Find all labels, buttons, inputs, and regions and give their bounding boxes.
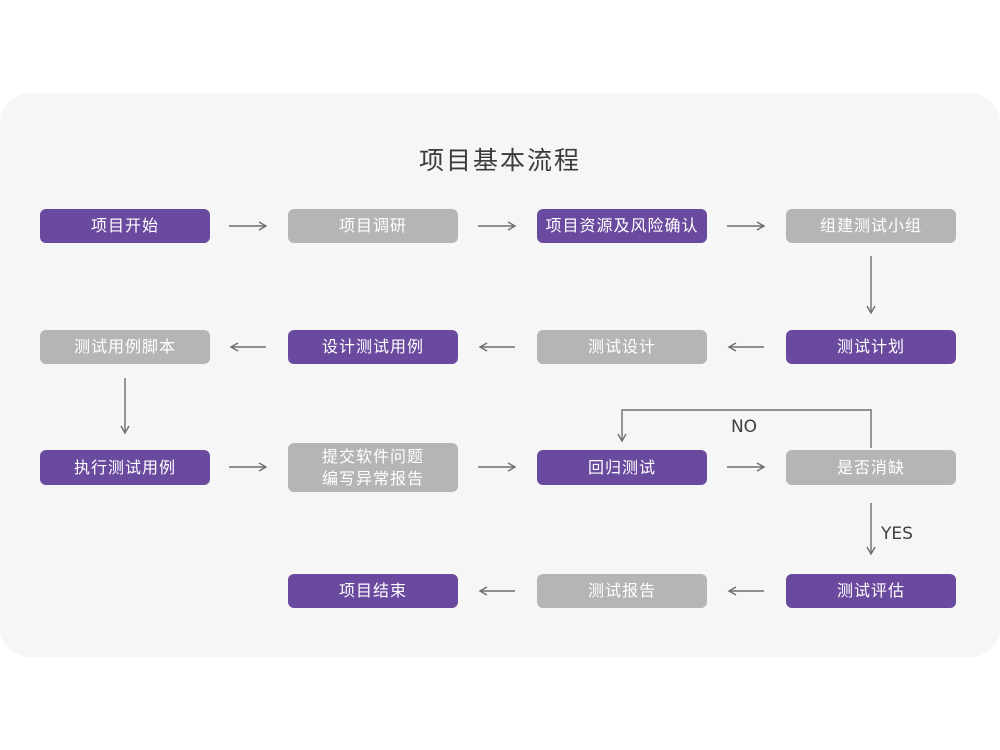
node-project-research: 项目调研 [288,209,458,243]
node-test-report: 测试报告 [537,574,707,608]
node-test-plan: 测试计划 [786,330,956,364]
node-submit-issue-line1: 提交软件问题 [321,446,424,466]
node-test-evaluate: 测试评估 [786,574,956,608]
node-design-test-case: 设计测试用例 [288,330,458,364]
node-project-start: 项目开始 [40,209,210,243]
diagram-title: 项目基本流程 [418,146,581,175]
node-execute-test-case: 执行测试用例 [40,450,210,485]
node-resource-risk: 项目资源及风险确认 [537,209,707,243]
node-regression-test: 回归测试 [537,450,707,485]
flowchart-card [0,93,1000,657]
node-test-design: 测试设计 [537,330,707,364]
node-submit-issue: 提交软件问题 编写异常报告 [288,443,458,492]
node-build-test-team: 组建测试小组 [786,209,956,243]
node-submit-issue-line2: 编写异常报告 [321,468,424,488]
node-project-end: 项目结束 [288,574,458,608]
node-defect-cleared: 是否消缺 [786,450,956,485]
node-test-case-script: 测试用例脚本 [40,330,210,364]
